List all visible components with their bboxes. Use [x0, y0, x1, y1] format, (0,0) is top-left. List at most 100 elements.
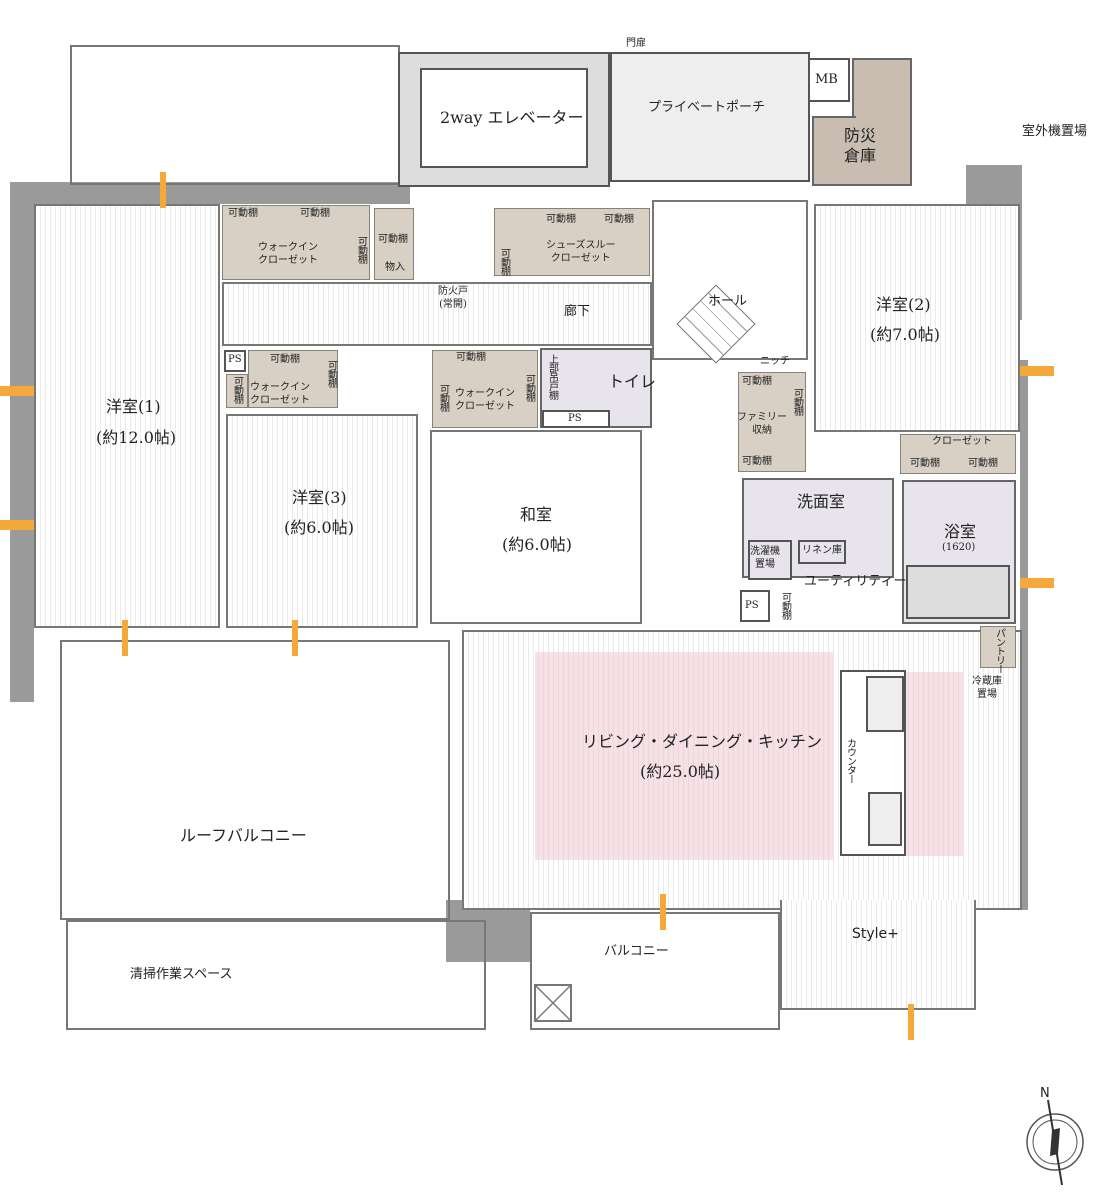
- window: [660, 894, 666, 930]
- corridor[interactable]: [222, 282, 652, 346]
- room-western-3[interactable]: [226, 414, 418, 628]
- shelf-label: 可動棚: [300, 208, 330, 219]
- room-western-1[interactable]: [34, 204, 220, 628]
- upper-cabinet-label: 上部吊戸棚: [546, 354, 558, 399]
- shelf-label: 可動棚: [270, 354, 300, 365]
- wall-north-left: [10, 182, 410, 204]
- linen-label: リネン庫: [802, 545, 842, 556]
- private-porch[interactable]: [610, 52, 810, 182]
- walkin-label: ウォークインクローゼット: [258, 242, 318, 266]
- window: [122, 620, 128, 656]
- corridor-label: 廊下: [564, 304, 591, 319]
- bath-name: 浴室: [944, 522, 977, 541]
- balcony-label: バルコニー: [604, 944, 669, 959]
- stove: [866, 676, 904, 732]
- hall[interactable]: [652, 200, 808, 360]
- walkin-closet-2[interactable]: [226, 374, 248, 408]
- window: [1020, 578, 1054, 588]
- shelf-label: 可動棚: [968, 458, 998, 469]
- shelf-label-vertical: 可動棚: [498, 248, 510, 275]
- cleaning-space: [66, 920, 486, 1030]
- walkin-closet-2-main[interactable]: [248, 350, 338, 408]
- ps-box: [224, 350, 246, 372]
- western-2-name: 洋室(2): [876, 295, 931, 314]
- bathtub: [906, 565, 1010, 619]
- wall-east-lower: [1020, 360, 1028, 910]
- kitchen-highlight: [905, 672, 963, 856]
- counter-label: カウンター: [844, 738, 856, 783]
- elevator-car: [420, 68, 588, 168]
- gate-label: 門扉: [626, 38, 646, 49]
- shelf-label-vertical: 可動棚: [355, 236, 367, 263]
- washroom-label: 洗面室: [797, 492, 846, 511]
- shelf-label-vertical: 可動棚: [523, 374, 535, 401]
- roof-balcony[interactable]: [60, 640, 450, 920]
- sink: [868, 792, 902, 846]
- shelf-label: 可動棚: [910, 458, 940, 469]
- room-japanese[interactable]: [430, 430, 642, 624]
- utility-label: ユーティリティー: [804, 574, 907, 589]
- disaster-storage[interactable]: [852, 58, 912, 186]
- walkin-label: ウォークインクローゼット: [250, 382, 310, 406]
- disaster-storage-lower: [812, 116, 856, 186]
- walkin-closet-1[interactable]: [222, 205, 370, 280]
- shelf-label: 可動棚: [742, 456, 772, 467]
- window: [1020, 366, 1054, 376]
- storage-closet[interactable]: [374, 208, 414, 280]
- style-plus-area: [780, 900, 976, 1010]
- western-1-name: 洋室(1): [106, 397, 161, 416]
- ps-label: PS: [568, 413, 582, 424]
- style-plus-label: Style+: [852, 926, 899, 942]
- pantry[interactable]: [980, 626, 1016, 668]
- top-terrace-outline: [70, 45, 400, 185]
- shelf-label-vertical: 可動棚: [779, 592, 791, 619]
- western-3-size: (約6.0帖): [284, 518, 354, 537]
- japanese-size: (約6.0帖): [502, 535, 572, 554]
- washer-space: [748, 540, 792, 580]
- disaster-storage-label: 防災倉庫: [843, 126, 876, 165]
- window: [0, 520, 34, 530]
- window: [292, 620, 298, 656]
- shelf-label-vertical: 可動棚: [791, 388, 803, 415]
- ldk-highlight: [535, 652, 833, 860]
- shelf-label: 可動棚: [604, 214, 634, 225]
- family-storage-label: ファミリー収納: [737, 412, 787, 436]
- roof-balcony-label: ルーフバルコニー: [180, 826, 307, 845]
- shelf-label: 可動棚: [378, 234, 408, 245]
- mb-box: [808, 58, 850, 102]
- western-2-size: (約7.0帖): [870, 325, 940, 344]
- shelf-label: 可動棚: [456, 352, 486, 363]
- ps-box: [542, 410, 610, 428]
- outdoor-unit-label: 室外機置場: [1022, 124, 1088, 139]
- fire-door-label: 防火戸(常開): [438, 286, 468, 310]
- window: [908, 1004, 914, 1040]
- niche-label: ニッチ: [760, 356, 790, 367]
- family-storage[interactable]: [738, 372, 806, 472]
- washer-label: 洗濯機置場: [750, 546, 780, 570]
- compass-icon: [1026, 1099, 1084, 1186]
- window: [160, 172, 166, 208]
- linen-closet[interactable]: [798, 540, 846, 564]
- wall-balcony-left: [446, 900, 530, 962]
- room-western-2[interactable]: [814, 204, 1020, 432]
- compass-north-label: N: [1040, 1086, 1050, 1101]
- shelf-label: 可動棚: [228, 208, 258, 219]
- shoes-closet[interactable]: [494, 208, 650, 276]
- ps-box: [740, 590, 770, 622]
- shelf-label: 可動棚: [546, 214, 576, 225]
- cleaning-space-label: 清掃作業スペース: [130, 967, 233, 982]
- balcony[interactable]: [530, 912, 780, 1030]
- balcony-hatch: [534, 984, 572, 1022]
- walkin-closet-3[interactable]: [432, 350, 538, 428]
- shoes-closet-label: シューズスルークローゼット: [546, 240, 616, 264]
- hall-label: ホール: [708, 294, 748, 309]
- bath-size: (1620): [942, 542, 976, 553]
- shelf-label: 可動棚: [742, 376, 772, 387]
- elevator-label: 2way エレベーター: [440, 108, 584, 127]
- storage-label: 物入: [385, 262, 405, 273]
- shelf-label-vertical: 可動棚: [325, 360, 337, 387]
- closet-label: クローゼット: [932, 436, 992, 447]
- western-3-name: 洋室(3): [292, 488, 347, 507]
- closet-western-2[interactable]: [900, 434, 1016, 474]
- toilet-label: トイレ: [608, 372, 657, 391]
